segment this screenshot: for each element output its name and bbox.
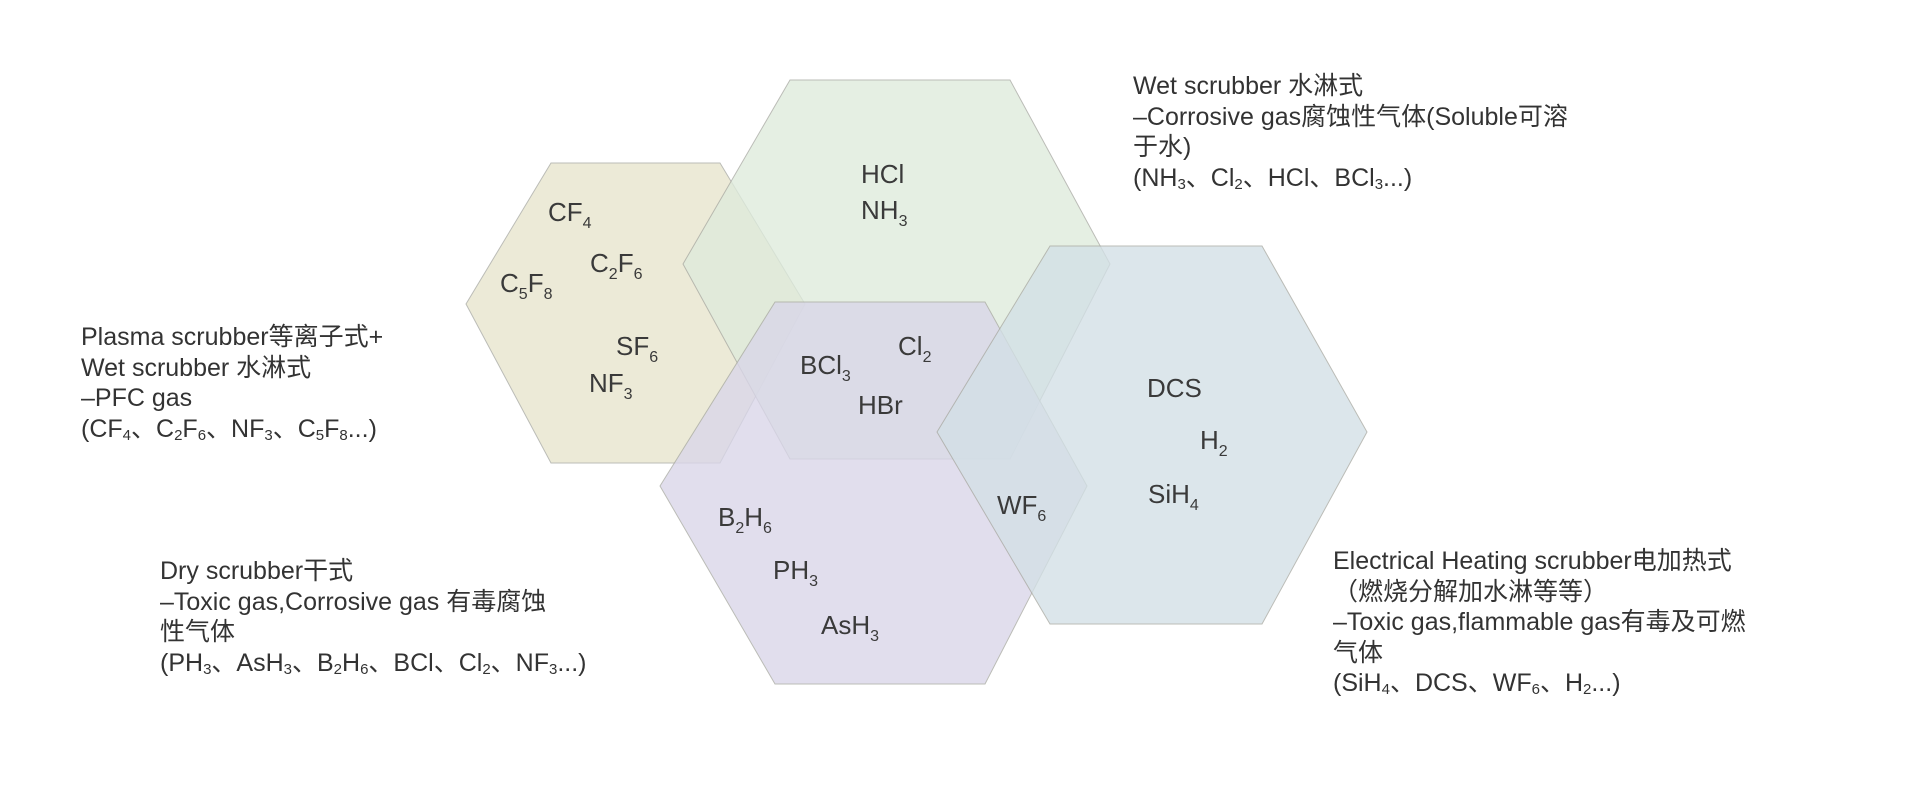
gas-wf6: WF6: [997, 490, 1046, 525]
caption-plasma-title: Plasma scrubber等离子式+: [81, 323, 384, 351]
gas-cl2: Cl2: [898, 331, 932, 366]
caption-wet-gas-list: (NH3、Cl2、HCl、BCl3...): [1133, 163, 1413, 193]
caption-dry-scrubber: Dry scrubber干式 –Toxic gas,Corrosive gas …: [160, 556, 587, 678]
caption-dry-desc-cont: 性气体: [160, 618, 236, 646]
caption-dry-desc: –Toxic gas,Corrosive gas 有毒腐蚀: [160, 587, 547, 616]
caption-wet-desc-cont: 于水): [1133, 133, 1192, 161]
caption-electric-gas-list: (SiH4、DCS、WF6、H2...): [1333, 669, 1621, 698]
gas-hbr: HBr: [858, 390, 903, 420]
gas-ph3: PH3: [773, 555, 818, 590]
caption-plasma-desc: –PFC gas: [81, 384, 193, 412]
caption-plasma-scrubber: Plasma scrubber等离子式+ Wet scrubber 水淋式 –P…: [81, 322, 383, 444]
caption-plasma-subtitle: Wet scrubber 水淋式: [81, 353, 312, 382]
gas-sf6: SF6: [616, 331, 658, 366]
gas-cf4: CF4: [548, 197, 592, 232]
gas-nf3: NF3: [589, 368, 633, 403]
caption-electric-subtitle: （燃烧分解加水淋等等）: [1333, 577, 1609, 606]
gas-sih4: SiH4: [1148, 479, 1199, 514]
gas-dcs: DCS: [1147, 373, 1202, 403]
caption-dry-gas-list: (PH3、AsH3、B2H6、BCl、Cl2、NF3...): [160, 648, 587, 678]
gas-h2: H2: [1200, 425, 1228, 460]
caption-electric-desc: –Toxic gas,flammable gas有毒及可燃: [1333, 608, 1746, 636]
caption-wet-scrubber: Wet scrubber 水淋式 –Corrosive gas腐蚀性气体(Sol…: [1133, 71, 1568, 193]
gas-hcl: HCl: [861, 159, 904, 189]
caption-plasma-gas-list: (CF4、C2F6、NF3、C5F8...): [81, 414, 377, 444]
hexagon-flammable-gas: [936, 245, 1368, 625]
caption-dry-title: Dry scrubber干式: [160, 557, 354, 585]
caption-electric-desc-cont: 气体: [1333, 638, 1384, 667]
gas-bcl3: BCl3: [800, 350, 851, 385]
caption-wet-desc: –Corrosive gas腐蚀性气体(Soluble可溶: [1133, 102, 1568, 131]
caption-electric-title: Electrical Heating scrubber电加热式: [1333, 547, 1732, 575]
gas-c2f6: C2F6: [590, 248, 643, 283]
caption-electrical-heating-scrubber: Electrical Heating scrubber电加热式 （燃烧分解加水淋…: [1333, 546, 1746, 699]
gas-c5f8: C5F8: [500, 268, 553, 303]
gas-nh3: NH3: [861, 195, 908, 230]
caption-wet-title: Wet scrubber 水淋式: [1133, 72, 1364, 100]
gas-ash3: AsH3: [821, 610, 879, 645]
gas-b2h6: B2H6: [718, 502, 772, 537]
